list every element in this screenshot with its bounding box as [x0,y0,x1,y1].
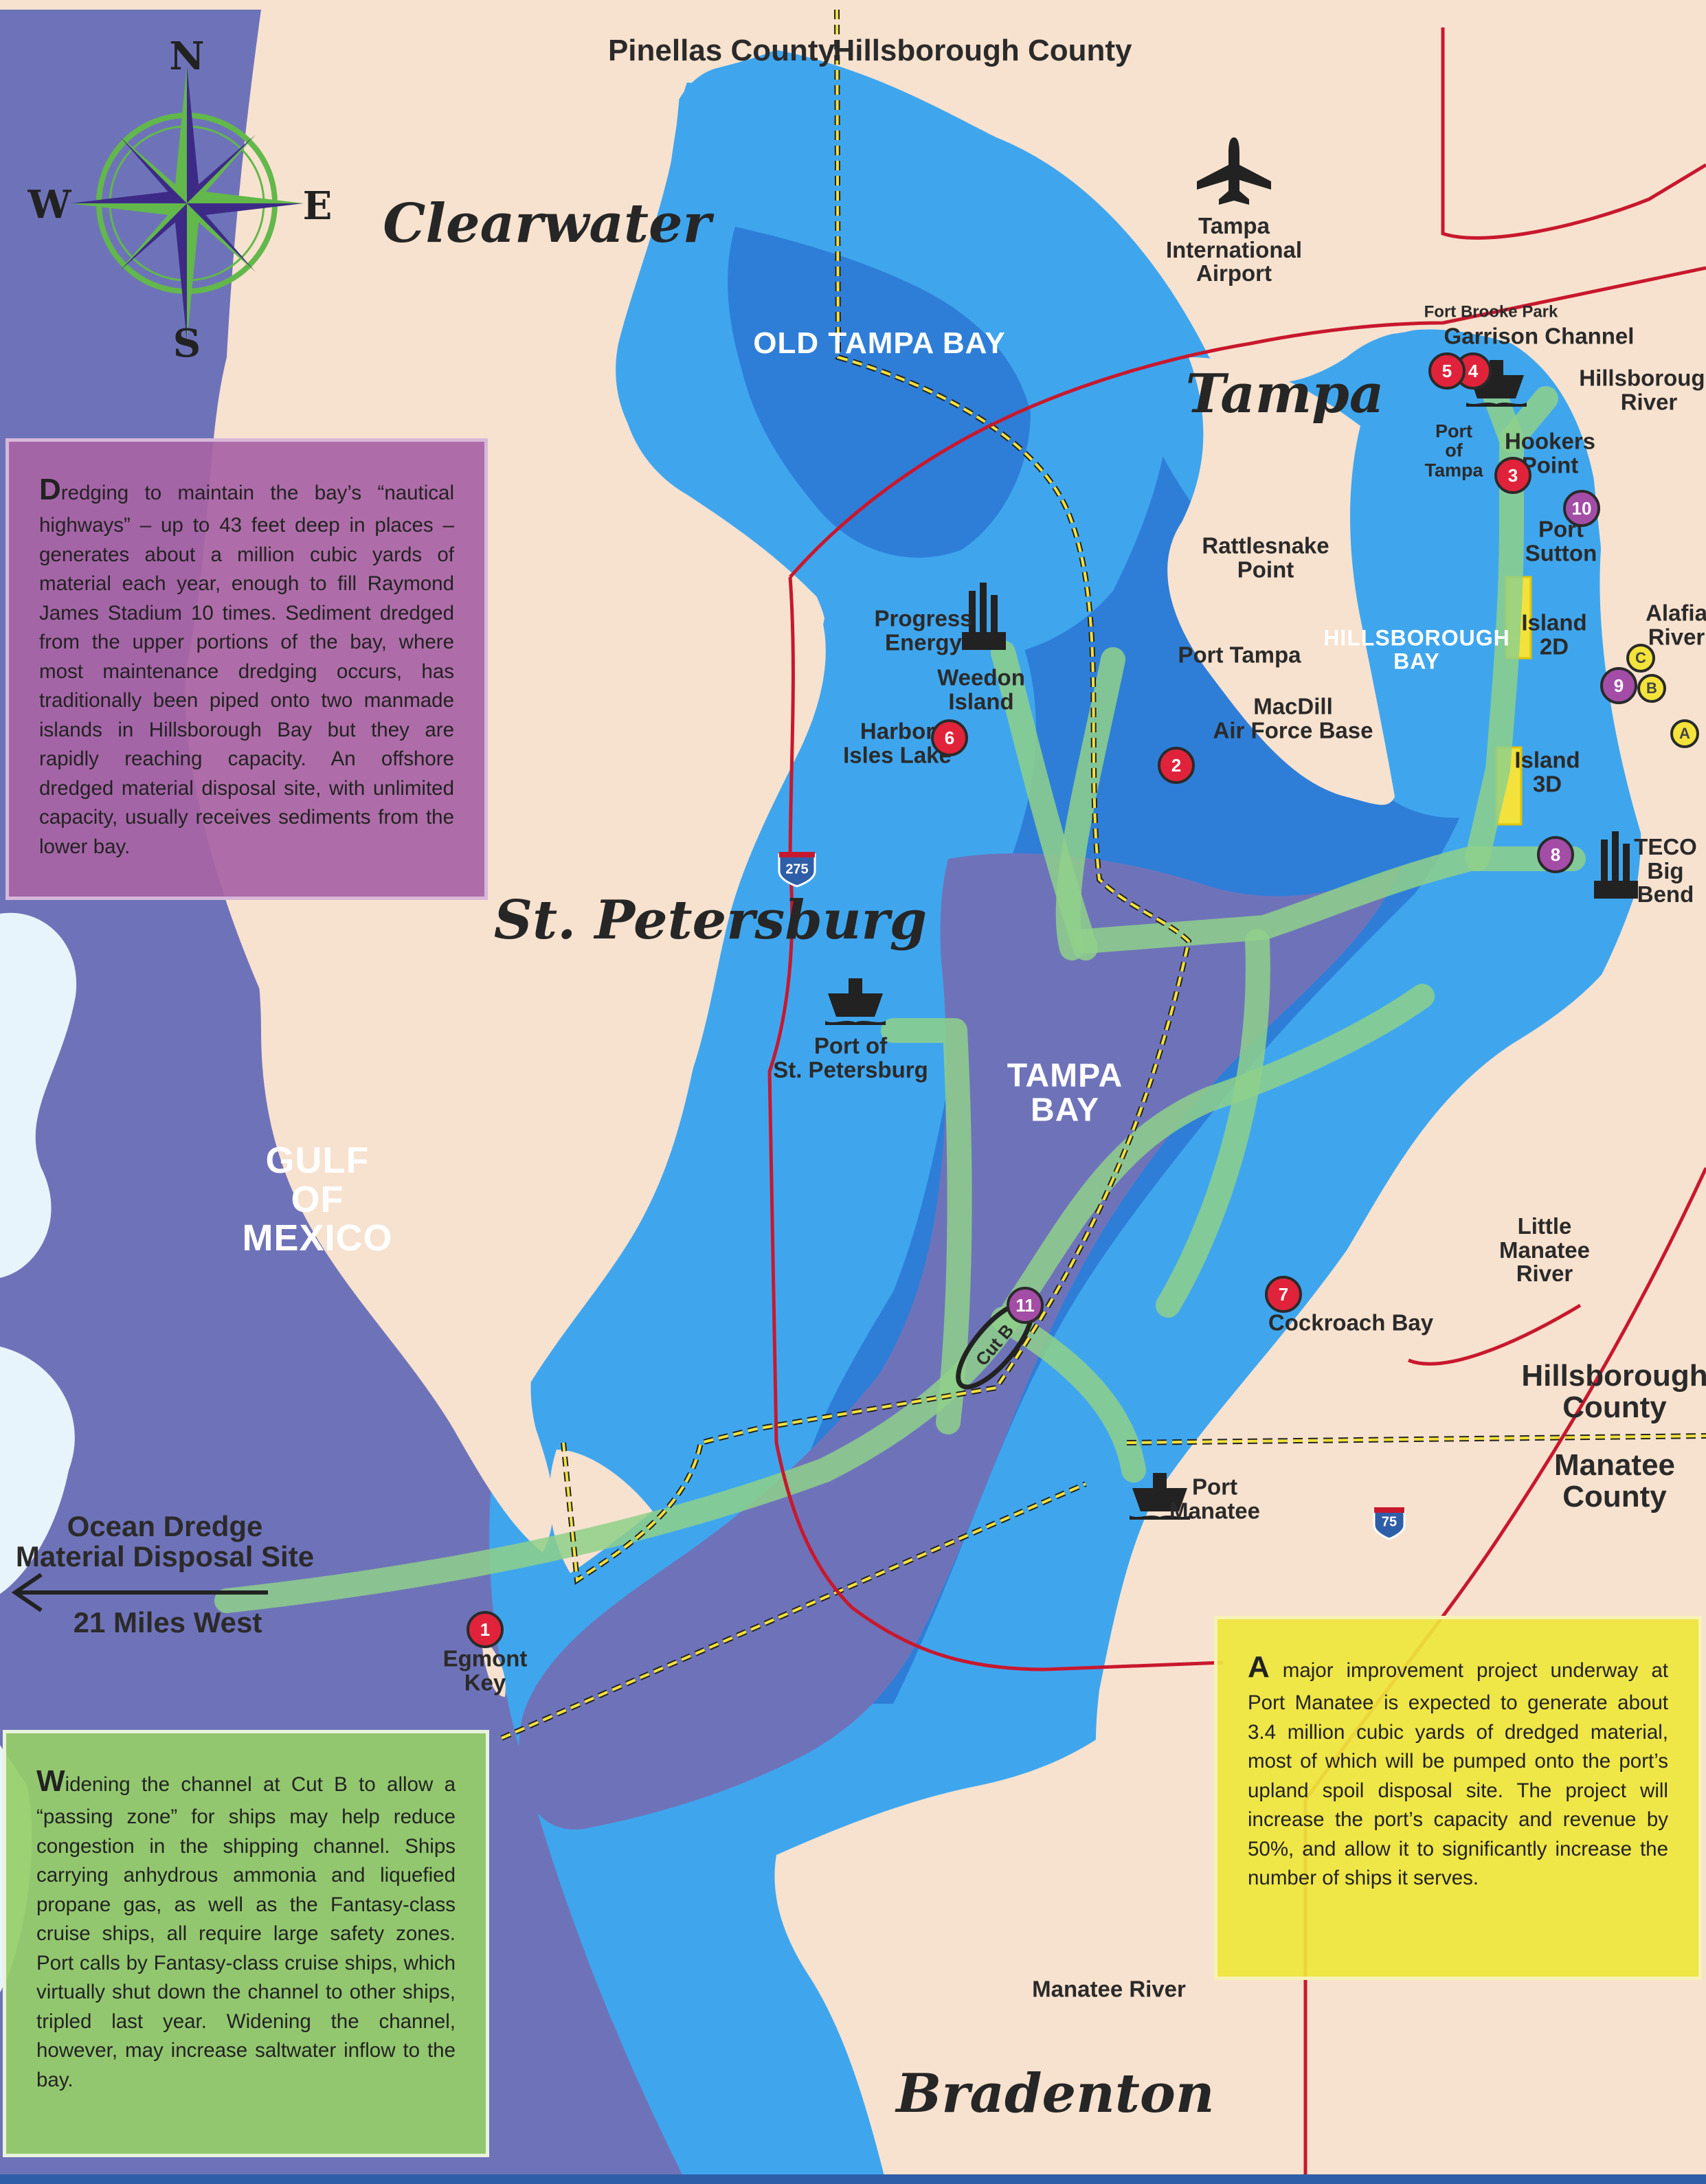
note-dredging-maintenance: Dredging to maintain the bay’s “nautical… [5,438,488,900]
site-marker-8: 8 [1537,836,1574,873]
ship-icon-st-petersburg [825,978,886,1025]
label-port-of-st-petersburg: Port of St. Petersburg [773,1033,928,1082]
label-island-2d: Island 2D [1521,609,1587,659]
label-macdill-afb: MacDill Air Force Base [1213,693,1373,743]
water-label-hillsborough-bay: HILLSBOROUGH BAY [1323,625,1510,673]
label-little-manatee-river: Little Manatee River [1499,1213,1591,1287]
site-marker-c: C [1626,644,1655,673]
label-progress-energy: Progress Energy [874,605,973,655]
city-label-bradenton: Bradenton [896,2062,1215,2126]
label-garrison-channel: Garrison Channel [1444,323,1635,349]
label-weedon-island: Weedon Island [937,664,1025,714]
label-teco-big-bend: TECO Big Bend [1634,834,1697,908]
label-rattlesnake-point: Rattlesnake Point [1202,532,1329,582]
note-dropcap: D [39,473,61,506]
gulf-shallow-left [0,912,77,1278]
site-marker-6: 6 [931,719,968,756]
site-marker-2: 2 [1158,747,1195,784]
site-marker-7: 7 [1265,1276,1302,1313]
pinellas-peninsula [223,10,826,1553]
label-port-manatee: Port Manatee [1169,1474,1261,1523]
highway-shield-i75 [1373,1507,1406,1540]
south-land [774,1704,1209,2184]
site-marker-10: 10 [1563,490,1600,527]
shipping-channel [214,372,1586,1613]
west-arrow-icon [11,1573,268,1612]
gulf-shallow-left2 [0,1347,75,1594]
old-tampa-bay-inner [728,227,1031,558]
compass-south-label: S [172,321,201,366]
power-plant-icon-progress [962,583,1006,650]
note-dropcap: A [1248,1650,1270,1684]
note-body: major improvement project underway at Po… [1248,1659,1668,1890]
water-label-gulf-of-mexico: GULF OF MEXICO [242,1139,393,1259]
gulf-of-mexico [0,10,893,2184]
site-marker-a: A [1670,719,1699,748]
note-body: idening the channel at Cut B to allow a … [36,1773,456,2091]
ship-icon-port-manatee [1130,1473,1190,1520]
city-label-tampa: Tampa [1185,363,1384,426]
city-label-st-petersburg: St. Petersburg [493,889,928,952]
north-land [824,10,1553,335]
label-hillsborough-river: Hillsborough River [1579,365,1706,414]
site-marker-1: 1 [467,1611,504,1648]
label-port-sutton: Port Sutton [1525,516,1597,565]
label-cockroach-bay: Cockroach Bay [1268,1309,1434,1336]
highway-shield-i275 [778,852,816,888]
label-port-of-tampa: Port of Tampa [1424,420,1483,481]
label-fort-brooke-park: Fort Brooke Park [1424,302,1558,322]
label-port-tampa: Port Tampa [1178,642,1301,668]
site-marker-3: 3 [1494,457,1531,494]
note-port-manatee-project: A major improvement project underway at … [1214,1616,1702,1980]
label-island-3d: Island 3D [1514,747,1580,796]
note-dropcap: W [36,1764,65,1798]
highway-label-i275: 275 [785,862,809,877]
label-tampa-airport: Tampa International Airport [1165,213,1303,286]
label-alafia-river: Alafia River [1646,600,1706,649]
interbay-peninsula [1167,357,1395,805]
label-ocean-dredge-site: Ocean Dredge Material Disposal Site [15,1509,315,1573]
compass-west-label: W [27,182,71,227]
bottom-border [0,2174,1706,2184]
city-label-clearwater: Clearwater [383,192,711,256]
site-marker-9: 9 [1600,667,1637,704]
county-label-hillsborough-top: Hillsborough County [833,33,1132,67]
label-21-miles-west: 21 Miles West [73,1606,262,1639]
water-label-old-tampa-bay: OLD TAMPA BAY [753,326,1006,360]
compass-north-label: N [169,34,205,79]
compass-rose-icon [70,66,304,341]
compass-east-label: E [302,183,333,229]
power-plant-icon-teco [1594,831,1638,899]
label-egmont-key: Egmont Key [442,1645,528,1695]
county-lines-yellow [501,9,1706,1740]
egmont-key [481,1635,506,1697]
water-label-tampa-bay: TAMPA BAY [1007,1057,1123,1129]
site-marker-5: 5 [1428,352,1466,390]
label-harbor-isles-lake: Harbor Isles Lake [843,718,952,767]
airplane-icon [1197,137,1271,205]
county-label-manatee: Manatee County [1553,1448,1676,1513]
site-marker-b: B [1637,674,1666,703]
site-marker-11: 11 [1007,1287,1044,1324]
label-manatee-river: Manatee River [1032,1976,1186,2002]
county-label-hillsborough-east: Hillsborough County [1521,1358,1706,1424]
note-body: redging to maintain the bay’s “nautical … [39,482,454,858]
county-label-pinellas: Pinellas County [607,33,835,67]
hillsborough-bay [1345,419,1525,818]
note-cut-b-widening: Widening the channel at Cut B to allow a… [3,1730,489,2157]
highway-label-i75: 75 [1381,1514,1398,1530]
